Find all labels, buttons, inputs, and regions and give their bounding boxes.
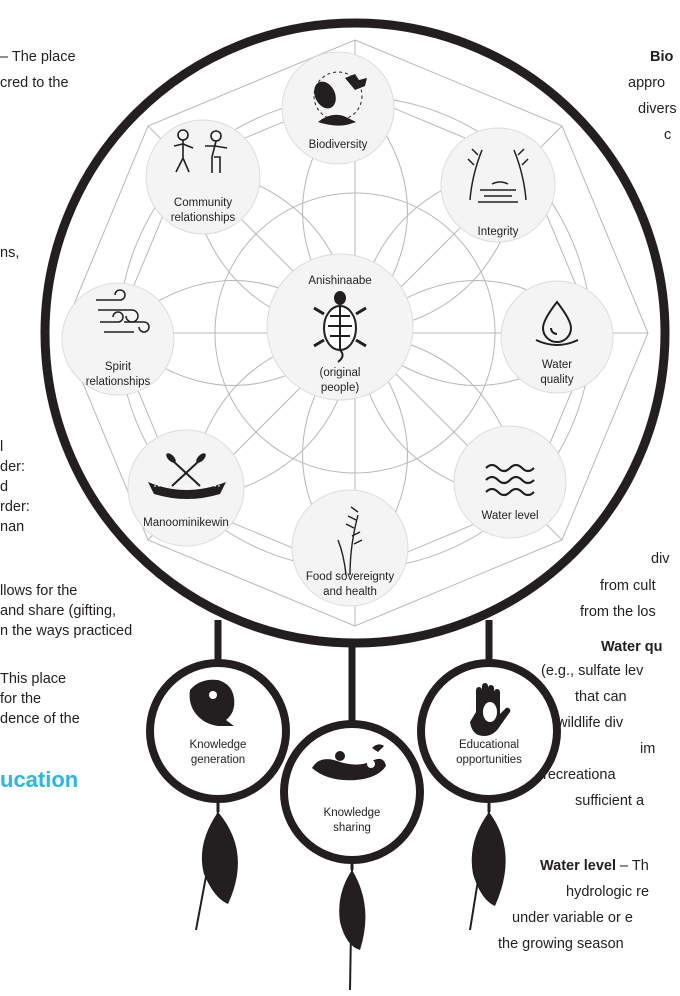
right-title-water-quality: Water qu: [601, 639, 663, 655]
right-text-9: wildlife div: [557, 715, 624, 731]
node-label-spirit-2: relationships: [86, 376, 151, 388]
pendant-knowledge-sharing: Knowledge sharing: [280, 720, 424, 864]
right-title-water-level: Water level – Th: [540, 858, 649, 874]
left-text-11: n the ways practiced: [0, 623, 133, 639]
left-text-3: ns,: [0, 245, 20, 261]
right-text-2: divers: [638, 101, 677, 117]
loon-icon: [312, 744, 386, 781]
right-title-biodiversity: Bio: [650, 49, 674, 65]
feather-middle: [339, 860, 366, 991]
right-text-12: sufficient a: [575, 793, 645, 809]
people-icon: [173, 129, 228, 173]
node-manoominikewin: Manoominikewin: [127, 429, 245, 547]
canoe-icon: [148, 453, 226, 499]
left-text-7: rder:: [0, 499, 30, 515]
waves-icon: [485, 463, 535, 497]
node-water-quality: Water quality: [500, 280, 614, 394]
left-text-6: d: [0, 479, 9, 495]
center-anishinaabe: Anishinaabe (original people): [266, 253, 414, 401]
left-text-5: der:: [0, 459, 25, 475]
turtle-icon: [313, 291, 367, 363]
left-text-1: – The place: [0, 49, 76, 65]
node-label-community-2: relationships: [171, 212, 236, 224]
right-text-5: from cult: [600, 578, 656, 594]
node-label-integrity: Integrity: [478, 226, 519, 238]
node-biodiversity: Biodiversity: [281, 51, 395, 165]
right-text-3: c: [664, 127, 672, 143]
right-text-8: that can: [575, 689, 627, 705]
node-label-community-1: Community: [174, 197, 232, 209]
feather-left: [195, 799, 238, 931]
rice-stalk-icon: [337, 506, 363, 576]
left-text-9: llows for the: [0, 583, 78, 599]
pendant-label-ks-1: Knowledge: [324, 807, 381, 819]
node-label-manoominikewin: Manoominikewin: [143, 517, 229, 529]
pendant-label-eo-1: Educational: [459, 739, 519, 751]
center-subtitle-1: (original: [320, 367, 361, 379]
node-label-water-level: Water level: [481, 510, 538, 522]
pendant-label-eo-2: opportunities: [456, 754, 522, 766]
node-label-food-sovereignty-2: and health: [323, 586, 377, 598]
node-label-water-quality-2: quality: [540, 374, 573, 386]
left-text-14: dence of the: [0, 711, 80, 727]
node-label-food-sovereignty-1: Food sovereignty: [306, 571, 394, 583]
right-text-4: div: [651, 551, 670, 567]
node-water-level: Water level: [453, 425, 567, 539]
pendant-label-kg-1: Knowledge: [190, 739, 247, 751]
feather-right: [469, 799, 506, 931]
pendant-knowledge-generation: Knowledge generation: [146, 659, 290, 803]
left-text-10: and share (gifting,: [0, 603, 117, 619]
water-drop-icon: [535, 300, 579, 346]
right-text-6: from the los: [580, 604, 656, 620]
right-text-1: appro: [628, 75, 666, 91]
right-text-7: (e.g., sulfate lev: [541, 663, 644, 679]
pendant-label-ks-2: sharing: [333, 822, 371, 834]
right-text-10: im: [640, 741, 656, 757]
animals-icon: [313, 71, 367, 126]
pendant-educational-opportunities: Educational opportunities: [417, 659, 561, 803]
left-text-8: nan: [0, 519, 25, 535]
right-text-14: hydrologic re: [566, 884, 650, 900]
node-food-sovereignty: Food sovereignty and health: [291, 489, 409, 607]
left-text-12: This place: [0, 671, 67, 687]
node-label-biodiversity: Biodiversity: [309, 139, 368, 151]
right-text-15: under variable or e: [512, 910, 633, 926]
node-spirit-relationships: Spirit relationships: [61, 282, 175, 396]
wild-rice-water-icon: [467, 148, 529, 203]
left-text-2: cred to the: [0, 75, 69, 91]
pendant-label-kg-2: generation: [191, 754, 245, 766]
right-text-16: the growing season: [498, 936, 624, 952]
left-text-13: for the: [0, 691, 42, 707]
beaver-icon: [189, 679, 235, 726]
left-text-4: l: [0, 439, 4, 455]
node-label-water-quality-1: Water: [542, 359, 572, 371]
right-text-11: recreationa: [543, 767, 616, 783]
education-heading: ucation: [0, 767, 79, 792]
wind-icon: [96, 289, 150, 333]
center-subtitle-2: people): [321, 382, 360, 394]
hand-icon: [470, 683, 511, 736]
center-title: Anishinaabe: [308, 275, 371, 287]
node-label-spirit-1: Spirit: [105, 361, 132, 373]
node-community-relationships: Community relationships: [145, 119, 261, 235]
node-integrity: Integrity: [440, 127, 556, 243]
